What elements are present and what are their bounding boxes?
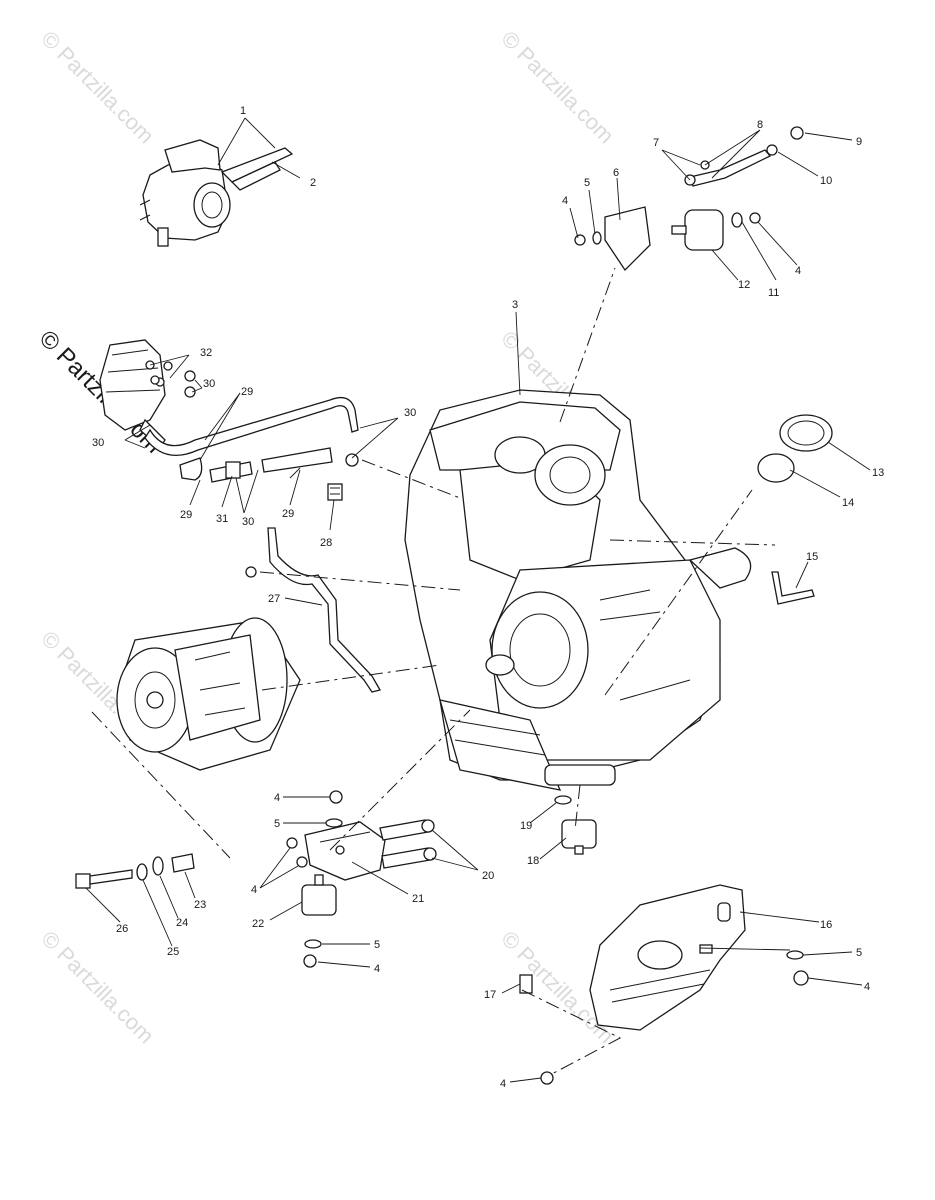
callout-label: 24 xyxy=(176,917,188,929)
callout-label: 4 xyxy=(500,1078,506,1090)
carburetor xyxy=(139,139,294,247)
callout-label: 30 xyxy=(404,407,416,419)
bolt-assembly xyxy=(75,853,195,889)
callout-label: 5 xyxy=(584,177,590,189)
callout-label: 30 xyxy=(242,516,254,528)
callout-label: 19 xyxy=(520,820,532,832)
leader-lines xyxy=(85,117,871,1083)
assembly-lines xyxy=(91,267,776,1076)
rubber-mount-18 xyxy=(561,819,597,855)
callout-label: 28 xyxy=(320,537,332,549)
fuel-hoses xyxy=(144,396,359,501)
callout-label: 2 xyxy=(310,177,316,189)
callout-label: 1 xyxy=(240,105,246,117)
callout-label: 7 xyxy=(653,137,659,149)
callout-label: 14 xyxy=(842,497,854,509)
callout-label: 16 xyxy=(820,919,832,931)
callout-label: 5 xyxy=(274,818,280,830)
callout-label: 4 xyxy=(864,981,870,993)
vent-tube xyxy=(245,527,381,693)
callout-label: 26 xyxy=(116,923,128,935)
callout-label: 9 xyxy=(856,136,862,148)
rubber-mount-22 xyxy=(301,874,337,916)
callout-label: 4 xyxy=(251,884,257,896)
callout-label: 12 xyxy=(738,279,750,291)
callout-label: 20 xyxy=(482,870,494,882)
drive-clutch xyxy=(116,617,301,771)
callout-label: 17 xyxy=(484,989,496,1001)
hardware-nuts-washers xyxy=(150,361,809,1085)
callout-label: 10 xyxy=(820,175,832,187)
callout-label: 4 xyxy=(274,792,280,804)
callout-label: 29 xyxy=(180,509,192,521)
callout-label: 4 xyxy=(374,963,380,975)
callout-label: 18 xyxy=(527,855,539,867)
callout-label: 27 xyxy=(268,593,280,605)
callout-label: 11 xyxy=(768,287,779,299)
callout-label: 29 xyxy=(241,386,253,398)
engine-block xyxy=(404,389,752,791)
callout-label: 32 xyxy=(200,347,212,359)
callout-label: 5 xyxy=(374,939,380,951)
callout-label: 13 xyxy=(872,467,884,479)
intake-boot xyxy=(757,414,833,605)
callout-label: 15 xyxy=(806,551,818,563)
skid-plate xyxy=(589,884,746,1031)
callout-label: 8 xyxy=(757,119,763,131)
callout-label: 21 xyxy=(412,893,424,905)
callout-label: 31 xyxy=(216,513,228,525)
callout-label: 29 xyxy=(282,508,294,520)
watermark-text: © Partzilla.com xyxy=(496,26,619,149)
callout-labels: 1 2 3 4 5 6 7 8 9 10 4 11 12 13 14 15 16… xyxy=(92,105,884,1090)
callout-label: 3 xyxy=(512,299,518,311)
mount-bracket xyxy=(304,821,386,881)
callout-label: 4 xyxy=(562,195,568,207)
callout-label: 30 xyxy=(203,378,215,390)
callout-label: 4 xyxy=(795,265,801,277)
watermark-text: © Partzilla.com xyxy=(36,926,159,1049)
callout-label: 6 xyxy=(613,167,619,179)
callout-label: 23 xyxy=(194,899,206,911)
mount-bolts xyxy=(379,819,437,869)
callout-label: 5 xyxy=(856,947,862,959)
watermark-text: © Partzilla.com xyxy=(36,26,159,149)
mount-6-12 xyxy=(574,206,761,272)
callout-label: 25 xyxy=(167,946,179,958)
callout-label: 30 xyxy=(92,437,104,449)
callout-label: 22 xyxy=(252,918,264,930)
